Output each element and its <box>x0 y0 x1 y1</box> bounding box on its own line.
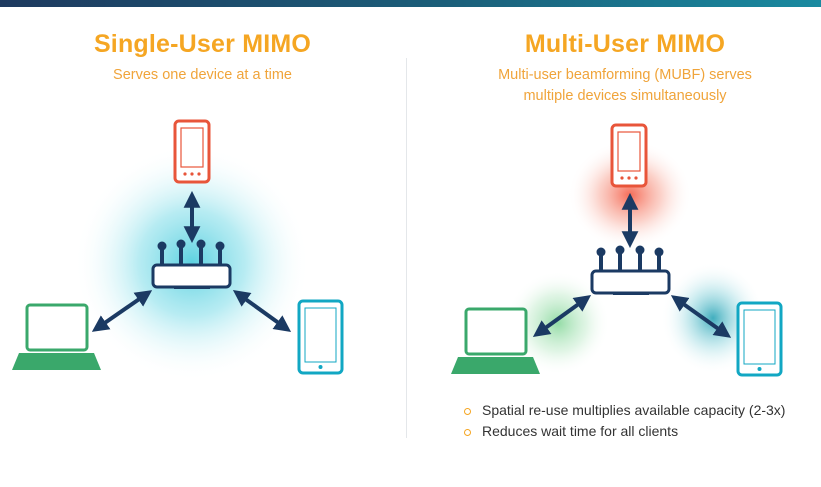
tablet-icon <box>736 301 783 377</box>
smartphone-icon <box>610 123 648 188</box>
benefit-text: Spatial re-use multiplies available capa… <box>482 402 786 418</box>
multi-user-subtitle-line2: multiple devices simultaneously <box>523 88 727 104</box>
multi-user-subtitle-line1: Multi-user beamforming (MUBF) serves <box>498 67 752 83</box>
ring-bullet-icon <box>464 408 471 415</box>
arrow-router-laptop <box>532 295 592 337</box>
single-user-title: Single-User MIMO <box>93 30 312 58</box>
single-user-subtitle: Serves one device at a time <box>113 67 292 83</box>
multi-user-title: Multi-User MIMO <box>524 30 726 58</box>
header-accent-bar <box>0 0 821 7</box>
arrow-router-tablet <box>232 290 292 332</box>
smartphone-icon <box>173 119 211 184</box>
arrow-router-laptop <box>91 290 153 332</box>
wifi-router-icon <box>590 245 671 295</box>
arrow-router-tablet <box>670 295 732 338</box>
wifi-router-icon <box>151 239 232 289</box>
laptop-icon <box>12 303 101 370</box>
benefit-text: Reduces wait time for all clients <box>482 423 679 439</box>
ring-bullet-icon <box>464 429 471 436</box>
benefits-list: Spatial re-use multiplies available capa… <box>462 400 785 442</box>
tablet-icon <box>297 299 344 375</box>
list-item: Spatial re-use multiplies available capa… <box>462 400 785 421</box>
list-item: Reduces wait time for all clients <box>462 421 785 442</box>
panel-divider <box>406 58 407 438</box>
laptop-icon <box>451 307 540 374</box>
